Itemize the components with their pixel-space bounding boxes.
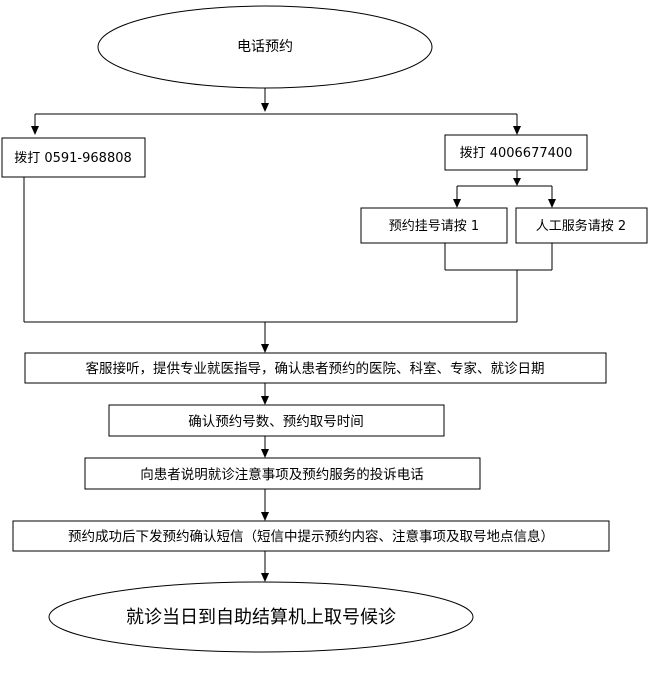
- step-4-node: 预约成功后下发预约确认短信（短信中提示预约内容、注意事项及取号地点信息）: [12, 520, 610, 552]
- step-3-node: 向患者说明就诊注意事项及预约服务的投诉电话: [84, 457, 481, 490]
- arrowhead: [261, 396, 269, 405]
- hotline-a-node: 拨打 0591-968808: [1, 137, 146, 178]
- step-4-label: 预约成功后下发预约确认短信（短信中提示预约内容、注意事项及取号地点信息）: [68, 528, 554, 545]
- step-1-label: 客服接听，提供专业就医指导，确认患者预约的医院、科室、专家、就诊日期: [86, 360, 545, 377]
- option-2-node: 人工服务请按 2: [515, 207, 648, 244]
- arrowhead: [261, 573, 269, 582]
- arrowhead: [31, 126, 39, 135]
- hotline-b-node: 拨打 4006677400: [444, 134, 588, 171]
- option-1-label: 预约挂号请按 1: [389, 219, 479, 234]
- start-node: 电话预约: [97, 5, 433, 89]
- arrowhead: [513, 126, 521, 135]
- option-2-label: 人工服务请按 2: [536, 218, 626, 234]
- end-node: 就诊当日到自助结算机上取号候诊: [48, 581, 474, 653]
- arrowhead: [453, 199, 461, 208]
- step-3-label: 向患者说明就诊注意事项及预约服务的投诉电话: [140, 466, 424, 483]
- arrowhead: [261, 449, 269, 458]
- connectors: [23, 88, 556, 582]
- hotline-b-label: 拨打 4006677400: [460, 146, 573, 161]
- step-2-node: 确认预约号数、预约取号时间: [108, 404, 445, 437]
- arrowhead: [261, 103, 269, 112]
- arrowhead: [261, 512, 269, 521]
- start-label: 电话预约: [237, 39, 293, 55]
- arrowhead: [261, 344, 269, 353]
- arrowhead: [513, 178, 521, 186]
- step-2-label: 确认预约号数、预约取号时间: [188, 414, 364, 430]
- hotline-a-label: 拨打 0591-968808: [14, 151, 132, 166]
- end-label: 就诊当日到自助结算机上取号候诊: [126, 607, 396, 628]
- step-1-node: 客服接听，提供专业就医指导，确认患者预约的医院、科室、专家、就诊日期: [24, 352, 607, 384]
- arrowhead: [548, 199, 556, 208]
- option-1-node: 预约挂号请按 1: [360, 207, 508, 244]
